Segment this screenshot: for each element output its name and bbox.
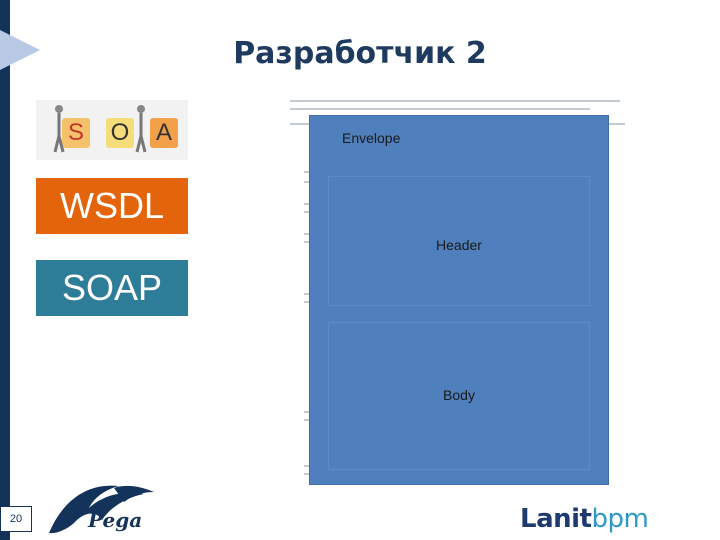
- soa-letter-s: S: [62, 118, 90, 148]
- body-label: Body: [443, 387, 475, 403]
- wsdl-label: WSDL: [36, 178, 188, 234]
- bpm-logo-text: bpm: [591, 504, 649, 534]
- figure-icon: [135, 105, 147, 153]
- slide-title: Разработчик 2: [233, 36, 487, 71]
- soap-label: SOAP: [36, 260, 188, 316]
- soap-header: Header: [328, 176, 590, 306]
- pega-horse-icon: [49, 485, 154, 534]
- header-label: Header: [436, 237, 482, 253]
- corner-arrow-icon: [0, 30, 40, 70]
- soap-body: Body: [328, 322, 590, 470]
- lanit-logo-text: Lanit: [520, 504, 592, 534]
- figure-icon: [53, 105, 65, 153]
- envelope-label: Envelope: [342, 130, 401, 146]
- soa-letter-o: O: [106, 118, 134, 148]
- page-number: 20: [0, 506, 32, 532]
- soap-envelope: Envelope Header Body: [309, 115, 609, 485]
- pega-logo-text: Pega: [88, 508, 143, 532]
- soa-image: S O A: [36, 100, 188, 160]
- lanit-bpm-logo: Lanitbpm: [520, 504, 649, 534]
- soa-letter-a: A: [150, 118, 178, 148]
- left-accent-bar: [0, 0, 10, 540]
